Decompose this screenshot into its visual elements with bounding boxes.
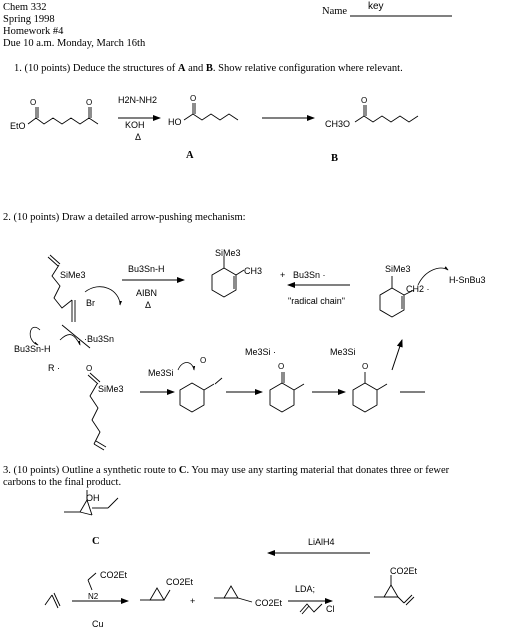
q2-SiMe3-2: SiMe3 bbox=[98, 384, 124, 394]
q2-product-ring bbox=[211, 256, 245, 298]
q2-tin-radical: Bu3Sn · bbox=[293, 270, 326, 280]
q2-tin-radical-2: ·Bu3Sn bbox=[84, 334, 115, 344]
q1-reagent-heat: Δ bbox=[135, 132, 142, 142]
q2-Me3Si-1: Me3Si bbox=[148, 368, 174, 378]
q2-second-row-chain bbox=[87, 372, 107, 451]
q3-alkylated-ester bbox=[374, 575, 415, 606]
q1-HO: HO bbox=[168, 117, 182, 127]
q1-O-1: O bbox=[30, 98, 37, 107]
q2-tin-hydride-initiator: Bu3Sn-H bbox=[14, 344, 51, 354]
q3-diazoester bbox=[87, 572, 97, 591]
q1-EtO: EtO bbox=[10, 121, 26, 131]
label-A: A bbox=[186, 150, 194, 161]
q1-product-B bbox=[354, 105, 419, 123]
q2-cyclic-alkoxy-radical bbox=[177, 362, 223, 413]
q2-O-radical: O bbox=[200, 356, 207, 365]
q1-reagent-koh: KOH bbox=[125, 120, 145, 130]
q2-CH2-radical: CH2 · bbox=[406, 284, 430, 294]
q2-SiMe3-1: SiMe3 bbox=[60, 270, 86, 280]
q2-Me3Si-2: Me3Si bbox=[330, 347, 356, 357]
q1-O-4: O bbox=[361, 96, 368, 105]
q2-O-chain: O bbox=[86, 364, 93, 373]
q1-prompt: 1. (10 points) Deduce the structures of … bbox=[14, 63, 403, 74]
q2-radical-chain-label: "radical chain" bbox=[288, 296, 345, 306]
q2-up-arrow bbox=[391, 339, 403, 371]
q3-cyclopropane-2 bbox=[214, 585, 253, 603]
q3-CO2Et-2: CO2Et bbox=[166, 577, 194, 587]
q3-CO2Et-1: CO2Et bbox=[100, 570, 128, 580]
q3-OH: OH bbox=[86, 493, 100, 503]
label-B: B bbox=[331, 153, 339, 164]
q2-product-SiMe3: SiMe3 bbox=[215, 248, 241, 258]
q2-prompt: 2. (10 points) Draw a detailed arrow-pus… bbox=[3, 212, 246, 223]
q2-H-SnBu3: H-SnBu3 bbox=[449, 275, 486, 285]
q2-substrate bbox=[47, 254, 76, 322]
q3-N2: N2 bbox=[88, 592, 99, 601]
q2-O-ketone: O bbox=[278, 362, 285, 371]
q2-silyl-radical-product bbox=[352, 372, 388, 413]
q3-allyl-chloride bbox=[299, 603, 323, 615]
q1-CH3O: CH3O bbox=[325, 119, 351, 129]
q3-target-C bbox=[64, 490, 119, 516]
due-date: Due 10 a.m. Monday, March 16th bbox=[3, 38, 146, 49]
q3-Cl: Cl bbox=[326, 604, 335, 614]
q2-reagent-tin-hydride: Bu3Sn-H bbox=[128, 264, 165, 274]
q1-O-3: O bbox=[190, 94, 197, 103]
q2-plus: + bbox=[280, 270, 286, 280]
q1-reagent-hydrazine: H2N-NH2 bbox=[118, 95, 158, 105]
q2-Br: Br bbox=[86, 298, 95, 308]
term: Spring 1998 bbox=[3, 14, 55, 25]
q3-cyclopropane-1 bbox=[140, 587, 171, 601]
q3-prompt-line1: 3. (10 points) Outline a synthetic route… bbox=[3, 465, 450, 476]
q2-curved-arrow-br bbox=[84, 286, 122, 306]
q2-R-radical: R · bbox=[48, 363, 60, 373]
q2-ketone bbox=[269, 372, 305, 413]
name-value: key bbox=[368, 1, 384, 12]
q3-propene bbox=[44, 592, 61, 609]
q2-intermediate-SiMe3: SiMe3 bbox=[385, 264, 411, 274]
q3-reagent-Cu: Cu bbox=[92, 619, 104, 629]
q1-O-2: O bbox=[86, 98, 93, 107]
name-label: Name bbox=[322, 6, 348, 17]
q1-product-A bbox=[183, 103, 239, 121]
q3-CO2Et-4: CO2Et bbox=[390, 566, 418, 576]
label-C: C bbox=[92, 536, 100, 547]
assignment: Homework #4 bbox=[3, 26, 64, 37]
course-code: Chem 332 bbox=[3, 2, 47, 13]
q2-reagent-heat: Δ bbox=[145, 300, 152, 310]
q3-CO2Et-3: CO2Et bbox=[255, 598, 283, 608]
q2-reagent-aibn: AIBN bbox=[136, 288, 158, 298]
q2-Me3Si-radical: Me3Si · bbox=[245, 347, 277, 357]
q3-reagent-LDA: LDA; bbox=[295, 584, 316, 594]
q1-starting-ketoester bbox=[27, 107, 99, 125]
q3-reagent-LiAlH4: LiAlH4 bbox=[308, 537, 335, 547]
q2-O-silylether: O bbox=[362, 362, 369, 371]
q2-product-CH3: CH3 bbox=[244, 266, 263, 276]
q3-prompt-line2: carbons to the final product. bbox=[3, 477, 122, 488]
q3-plus: + bbox=[190, 596, 196, 606]
q2-intermediate-ring bbox=[379, 266, 449, 318]
